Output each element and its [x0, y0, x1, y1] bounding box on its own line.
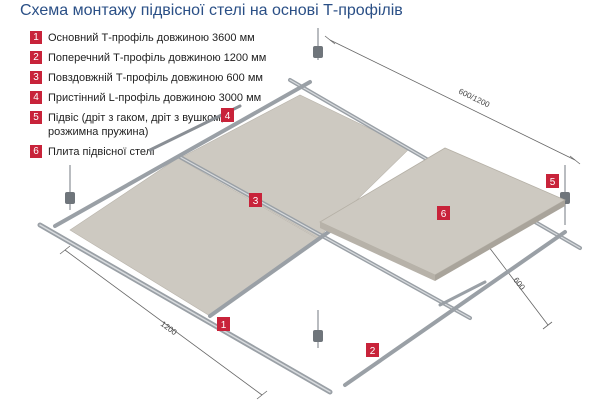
dimension-tick — [324, 35, 336, 45]
callout-number: 4 — [225, 111, 231, 122]
legend-item-6: 6 Плита підвісної стелі — [30, 144, 270, 162]
main-t-profile-highlight — [179, 156, 471, 319]
callout-number: 2 — [370, 346, 376, 357]
legend-item-5: 5 Підвіс (дріт з гаком, дріт з вушком, р… — [30, 110, 270, 142]
dimension-line-bottom — [64, 249, 263, 396]
legend-number: 3 — [30, 71, 42, 84]
diagram-title: Схема монтажу підвісної стелі на основі … — [20, 2, 403, 19]
loose-ceiling-tile-edge — [435, 200, 565, 281]
legend: 1 Основний Т-профіль довжиною 3600 мм 2 … — [30, 30, 270, 164]
legend-text: Плита підвісної стелі — [48, 146, 155, 158]
legend-number: 4 — [30, 91, 42, 104]
dimension-label-right: 600 — [511, 276, 527, 292]
dimension-tick — [59, 245, 71, 255]
legend-text: Основний Т-профіль довжиною 3600 мм — [48, 32, 255, 44]
legend-number: 2 — [30, 51, 42, 64]
callout-number: 6 — [441, 209, 447, 220]
dimension-tick — [256, 390, 268, 400]
callout-6: 6 — [437, 206, 450, 220]
legend-item-1: 1 Основний Т-профіль довжиною 3600 мм — [30, 30, 270, 48]
callout-1: 1 — [217, 317, 230, 331]
legend-item-3: 3 Повздовжній Т-профіль довжиною 600 мм — [30, 70, 270, 88]
longitudinal-t-profile — [438, 280, 487, 307]
cross-t-profile — [53, 80, 312, 228]
dimension-line-top — [329, 39, 576, 161]
legend-item-4: 4 Пристінний L-профіль довжиною 3000 мм — [30, 90, 270, 108]
loose-ceiling-tile-edge — [320, 222, 435, 281]
dimension-label-bottom: 1200 — [159, 319, 179, 337]
callout-2: 2 — [366, 343, 379, 357]
callout-3: 3 — [249, 193, 262, 207]
callout-4: 4 — [221, 108, 234, 122]
legend-number: 5 — [30, 111, 42, 124]
hanger-spring — [313, 46, 323, 58]
callout-number: 3 — [253, 196, 259, 207]
legend-item-2: 2 Поперечний Т-профіль довжиною 1200 мм — [30, 50, 270, 68]
hanger-spring — [65, 192, 75, 204]
callout-5: 5 — [546, 174, 559, 188]
dimension-tick — [542, 321, 553, 330]
legend-number: 1 — [30, 31, 42, 44]
legend-text: Поперечний Т-профіль довжиною 1200 мм — [48, 52, 267, 64]
dimension-label-top: 600/1200 — [457, 87, 491, 110]
legend-text: Повздовжній Т-профіль довжиною 600 мм — [48, 72, 263, 84]
legend-text: Підвіс (дріт з гаком, дріт з вушком, роз… — [48, 112, 224, 138]
callout-number: 1 — [221, 320, 227, 331]
callout-number: 5 — [550, 177, 556, 188]
main-t-profile-highlight — [39, 224, 331, 393]
dimension-tick — [569, 155, 581, 165]
legend-text: Пристінний L-профіль довжиною 3000 мм — [48, 92, 262, 104]
hanger-spring — [313, 330, 323, 342]
cross-t-profile — [343, 230, 567, 387]
legend-number: 6 — [30, 145, 42, 158]
hanger-springs — [65, 46, 570, 342]
